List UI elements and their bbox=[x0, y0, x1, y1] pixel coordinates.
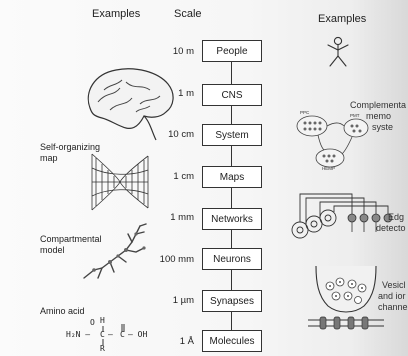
scale-label: 10 m bbox=[172, 46, 194, 57]
level-box-maps: Maps bbox=[202, 166, 262, 188]
level-box-people: People bbox=[202, 40, 262, 62]
edge-detector-network-diagram bbox=[291, 193, 393, 239]
level-box-cns: CNS bbox=[202, 84, 262, 106]
header-scale: Scale bbox=[174, 8, 202, 20]
vesicle-label-line1: Vesicl bbox=[382, 280, 406, 290]
level-box-networks: Networks bbox=[202, 208, 262, 230]
person-stick-figure bbox=[327, 36, 349, 67]
edge-label-line1: Edg bbox=[388, 212, 405, 222]
vesicle-label-line2: and ior bbox=[378, 291, 406, 301]
memory-label-line1: Complementa bbox=[350, 100, 407, 110]
compartmental-neuron-illustration bbox=[83, 223, 147, 279]
memory-label-line2: memo bbox=[366, 111, 392, 121]
memory-systems-diagram: PPC PMT HEMP bbox=[296, 110, 369, 171]
connector-line bbox=[231, 62, 232, 84]
level-box-synapses: Synapses bbox=[202, 290, 262, 312]
synapse-vesicle-illustration bbox=[308, 265, 384, 330]
scale-label: 1 µm bbox=[172, 295, 194, 306]
som-label-line2: map bbox=[40, 153, 58, 163]
scale-label: 10 cm bbox=[168, 129, 194, 140]
brain-illustration bbox=[87, 68, 174, 141]
scale-label: 1 cm bbox=[173, 171, 194, 182]
som-label-line1: Self-organizing bbox=[40, 142, 101, 152]
scale-label: 1 mm bbox=[170, 212, 194, 223]
chem-oh: — OH bbox=[128, 330, 148, 339]
memory-label-line3: syste bbox=[372, 122, 394, 132]
mini-label-ppc: PPC bbox=[300, 110, 310, 115]
chem-bond: — bbox=[108, 330, 113, 339]
self-organizing-map-illustration bbox=[91, 153, 149, 211]
scale-label: 100 mm bbox=[159, 254, 194, 265]
mini-label-pmt: PMT bbox=[350, 113, 360, 118]
scale-label: 1 Å bbox=[179, 336, 194, 347]
chem-carbon-carboxyl: C bbox=[120, 330, 125, 339]
header-examples-right: Examples bbox=[318, 13, 367, 25]
connector-line bbox=[231, 104, 232, 124]
connector-line bbox=[231, 186, 232, 208]
header-examples-left: Examples bbox=[92, 8, 141, 20]
connector-line bbox=[231, 268, 232, 290]
mini-label-hemp: HEMP bbox=[322, 166, 335, 171]
vesicle-label-line3: channe bbox=[378, 302, 408, 312]
level-box-system: System bbox=[202, 124, 262, 146]
connector-line bbox=[231, 310, 232, 330]
chem-h2n: H₂N — bbox=[66, 330, 91, 339]
amino-acid-label: Amino acid bbox=[40, 306, 85, 316]
connector-line bbox=[231, 228, 232, 248]
chem-hydrogen: H bbox=[100, 316, 105, 325]
level-box-neurons: Neurons bbox=[202, 248, 262, 270]
chem-bond-lines bbox=[102, 324, 125, 345]
scale-label: 1 m bbox=[178, 88, 194, 99]
chem-carbon-alpha: C bbox=[100, 330, 105, 339]
connector-line bbox=[231, 144, 232, 166]
edge-label-line2: detecto bbox=[376, 223, 406, 233]
level-box-molecules: Molecules bbox=[202, 330, 262, 352]
compartmental-label-line2: model bbox=[40, 245, 65, 255]
chem-oxygen: O bbox=[90, 318, 95, 327]
compartmental-label-line1: Compartmental bbox=[40, 234, 102, 244]
chem-r-group: R bbox=[100, 344, 105, 353]
